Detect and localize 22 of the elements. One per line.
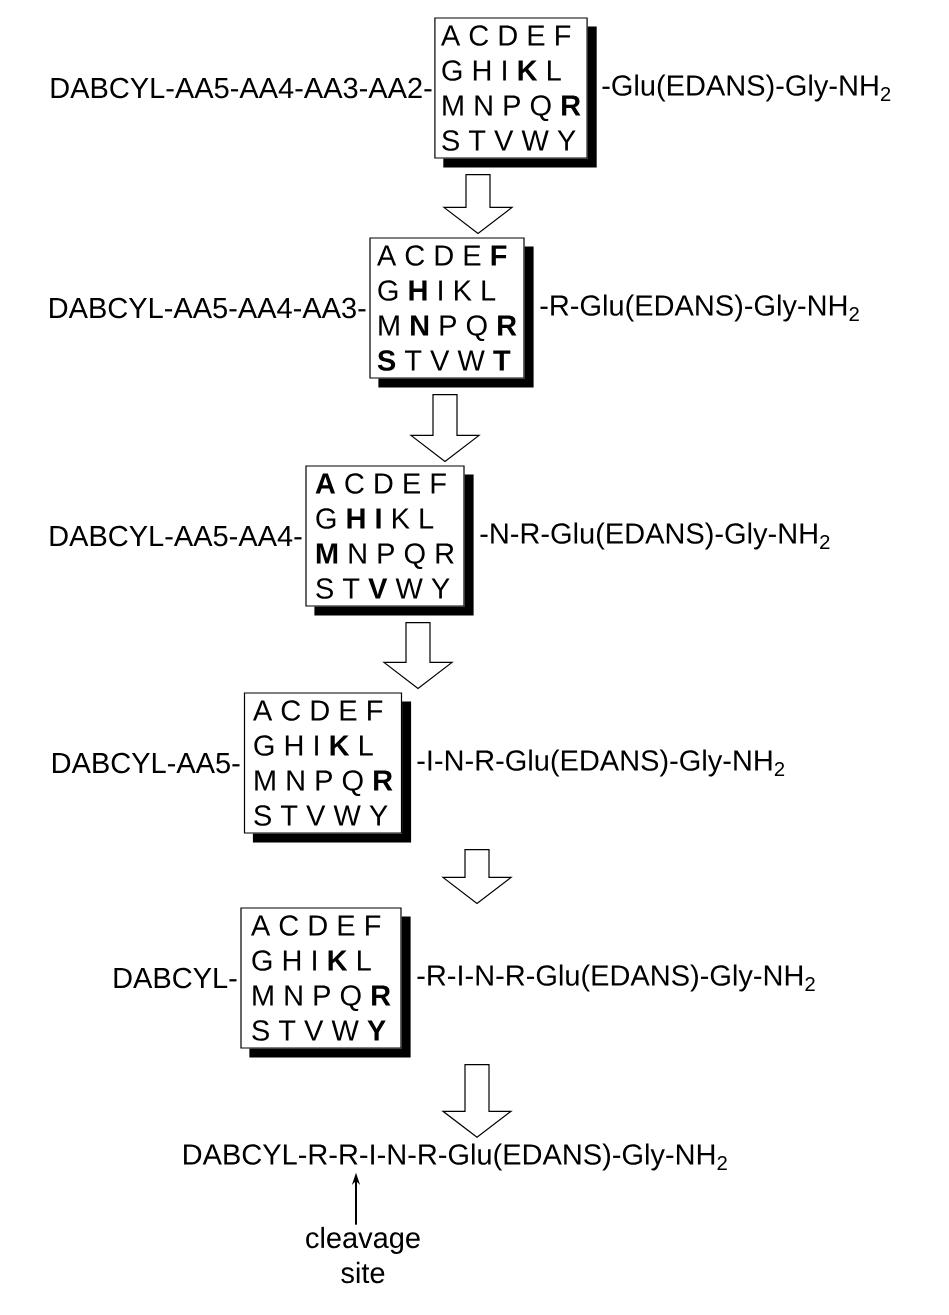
sequence-text: DABCYL-AA5-AA4-AA3- [50,297,366,319]
library-box: A C D E F G H I K L M N P Q R S T V W T [369,237,534,388]
block-arrow [409,394,481,463]
sequence-text: -N-R-Glu(EDANS)-Gly-NH$_{2}$ [480,522,830,550]
sequence-text: -R-I-N-R-Glu(EDANS)-Gly-NH$_{2}$ [417,964,815,992]
block-arrow [441,849,513,905]
sequence-text: -I-N-R-Glu(EDANS)-Gly-NH$_{2}$ [417,749,785,777]
sequence-text: DABCYL- [114,967,237,989]
block-arrow [441,1064,513,1139]
block-arrow [442,174,514,235]
sequence-text: DABCYL-R-R-I-N-R-Glu(EDANS)-Gly-NH$_{2}$ [184,1143,727,1171]
sequence-text: -Glu(EDANS)-Gly-NH$_{2}$ [602,74,891,102]
block-arrow [382,622,454,690]
library-box: A C D E F G H I K L M N P Q R S T V W Y [434,17,597,168]
sequence-text: DABCYL-AA5-AA4-AA3-AA2- [51,77,432,99]
sequence-text: DABCYL-AA5-AA4- [50,525,302,547]
library-box: A C D E F G H I K L M N P Q R S T V W Y [243,692,412,843]
sequence-text: -R-Glu(EDANS)-Gly-NH$_{2}$ [540,294,859,322]
annotation-text: cleavage site [306,1226,420,1284]
sequence-text: DABCYL-AA5- [53,752,240,774]
library-box: A C D E F G H I K L M N P Q R S T V W Y [240,907,411,1058]
library-box: A C D E F G H I K L M N P Q R S T V W Y [305,465,474,616]
